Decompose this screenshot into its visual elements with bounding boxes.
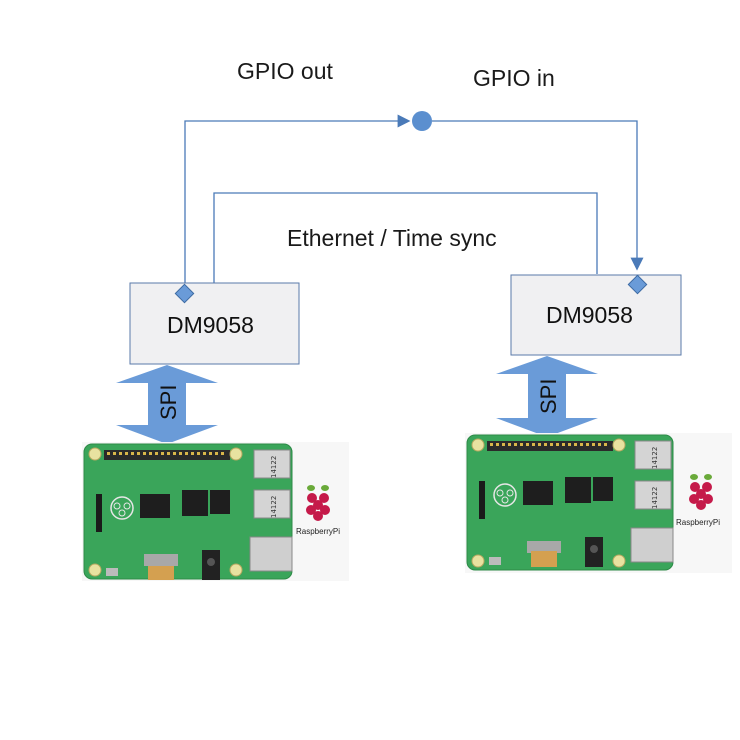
raspberry-pi-board-right: 14122 14122 RaspberryPi bbox=[465, 433, 732, 573]
gpio-out-pin bbox=[174, 283, 195, 304]
usb-code-left-1: 14122 bbox=[270, 456, 278, 478]
raspberrypi-logo-right: RaspberryPi bbox=[676, 474, 720, 527]
gpio-out-line bbox=[184, 114, 411, 288]
chip-left-label: DM9058 bbox=[167, 312, 254, 338]
gpio-in-line bbox=[432, 120, 644, 271]
gpio-in-pin bbox=[627, 274, 648, 295]
raspberrypi-logo-left: RaspberryPi bbox=[296, 485, 340, 536]
usb-code-left-2: 14122 bbox=[270, 496, 278, 518]
spi-arrow-right: SPI bbox=[496, 356, 598, 437]
raspberry-pi-board-left: 14122 14122 RaspberryPi bbox=[82, 442, 349, 581]
chip-right-label: DM9058 bbox=[546, 302, 633, 328]
spi-right-label: SPI bbox=[536, 379, 561, 414]
ethernet-line bbox=[213, 192, 598, 283]
usb-code-right-1: 14122 bbox=[651, 447, 659, 469]
gpio-in-label: GPIO in bbox=[473, 65, 555, 91]
gpio-out-label: GPIO out bbox=[237, 58, 333, 84]
gpio-junction bbox=[412, 111, 432, 131]
spi-arrow-left: SPI bbox=[116, 365, 218, 444]
chip-right: DM9058 bbox=[510, 274, 682, 356]
chip-left: DM9058 bbox=[129, 282, 300, 365]
usb-code-right-2: 14122 bbox=[651, 487, 659, 509]
spi-left-label: SPI bbox=[156, 385, 181, 420]
raspberrypi-word-right: RaspberryPi bbox=[676, 518, 720, 527]
ethernet-label: Ethernet / Time sync bbox=[287, 225, 497, 251]
raspberrypi-word-left: RaspberryPi bbox=[296, 527, 340, 536]
